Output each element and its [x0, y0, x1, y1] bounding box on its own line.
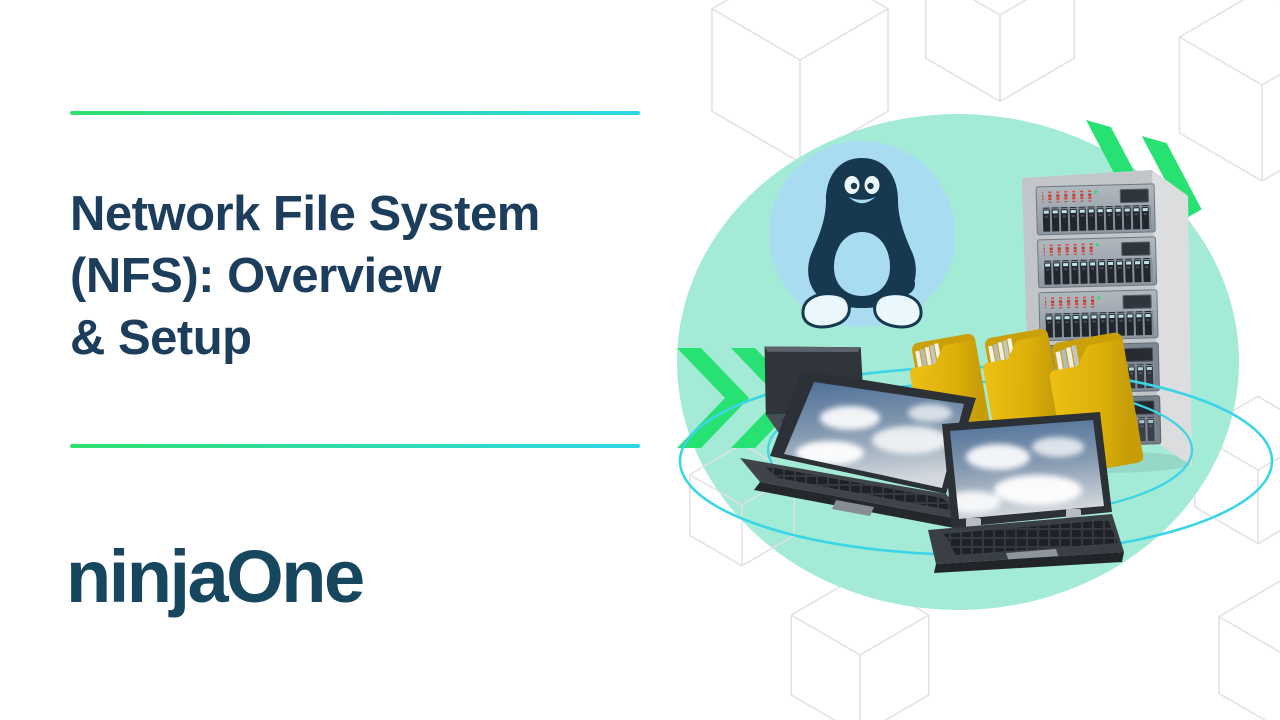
bottom-gradient-rule: [70, 444, 640, 448]
page-title-line-3: & Setup: [70, 310, 252, 365]
laptop-middle: [740, 370, 976, 531]
laptop-front: [928, 412, 1124, 573]
page-title-line-2: (NFS): Overview: [70, 248, 441, 303]
linux-tux-icon: [801, 158, 923, 329]
ninjaone-logo: ninjaOne: [66, 535, 365, 618]
illustration: [677, 0, 1280, 720]
laptops: [740, 346, 1124, 573]
top-gradient-rule: [70, 111, 640, 115]
page-title: Network File System (NFS): Overview & Se…: [70, 183, 540, 369]
page-title-line-1: Network File System: [70, 186, 540, 241]
